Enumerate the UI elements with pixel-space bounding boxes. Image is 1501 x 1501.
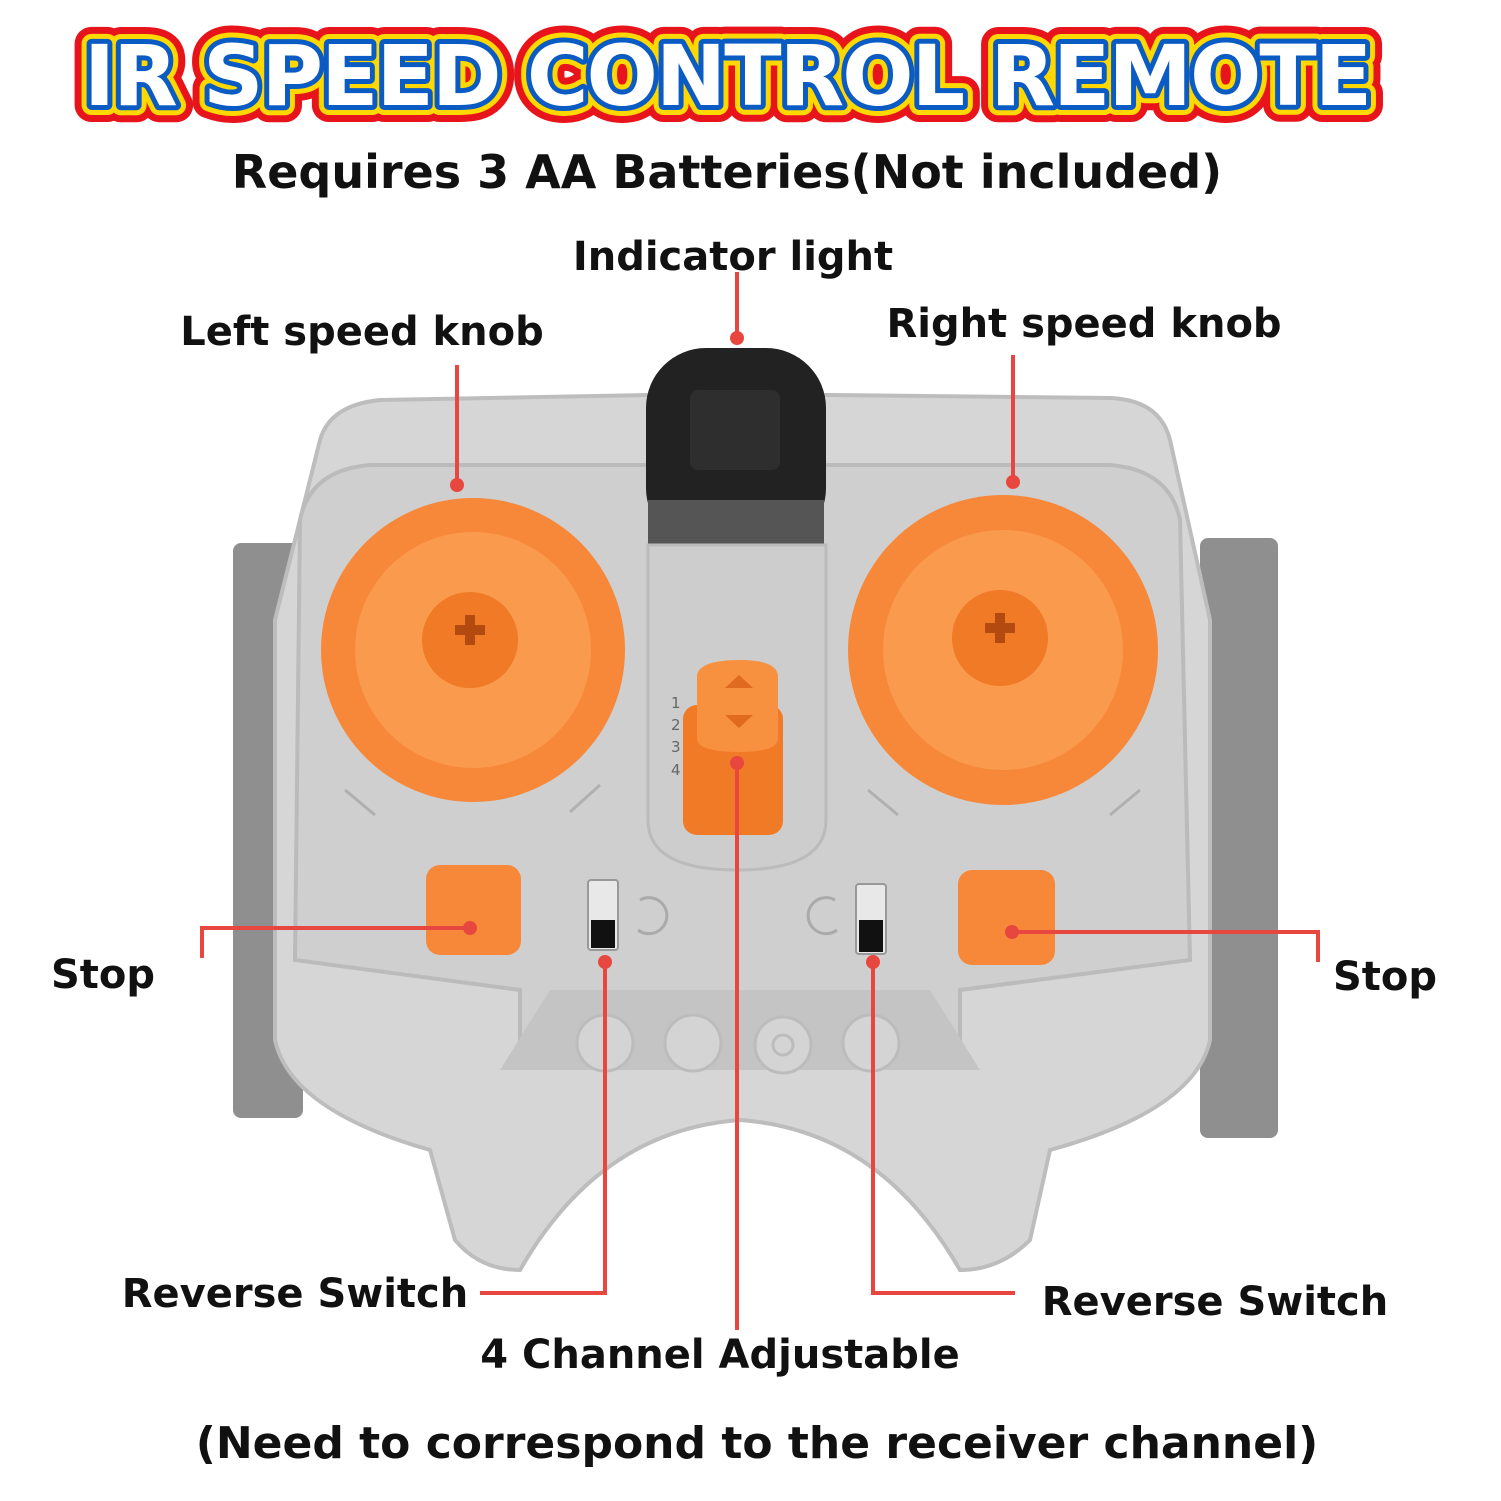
channel-numbers: 1 2 3 4 xyxy=(671,694,681,779)
svg-text:IR SPEED CONTROL REMOTE: IR SPEED CONTROL REMOTE xyxy=(84,27,1370,125)
svg-text:2: 2 xyxy=(671,716,681,734)
channel-selector[interactable] xyxy=(697,660,778,752)
stop-button-right[interactable] xyxy=(958,870,1055,965)
label-reverse-left: Reverse Switch xyxy=(122,1271,469,1317)
svg-text:4: 4 xyxy=(671,761,681,779)
label-stop-right: Stop xyxy=(1333,954,1437,1000)
subtitle: Requires 3 AA Batteries(Not included) xyxy=(232,145,1222,199)
leader-lines xyxy=(200,272,1320,1330)
svg-text:1: 1 xyxy=(671,694,681,712)
label-right-knob: Right speed knob xyxy=(886,301,1281,347)
right-speed-knob[interactable] xyxy=(848,495,1158,805)
stop-button-left[interactable] xyxy=(426,865,521,955)
reverse-switch-left[interactable] xyxy=(587,879,669,951)
left-speed-knob[interactable] xyxy=(321,498,625,802)
label-note: (Need to correspond to the receiver chan… xyxy=(196,1418,1319,1469)
svg-text:3: 3 xyxy=(671,738,681,756)
reverse-arrow-icon xyxy=(637,896,669,936)
forward-arrow-icon xyxy=(806,896,838,936)
label-left-knob: Left speed knob xyxy=(180,309,544,355)
label-indicator-light: Indicator light xyxy=(573,234,893,280)
label-channel: 4 Channel Adjustable xyxy=(480,1332,959,1378)
svg-text:IR SPEED CONTROL REMOTE: IR SPEED CONTROL REMOTE xyxy=(84,27,1370,125)
svg-text:IR SPEED CONTROL REMOTE: IR SPEED CONTROL REMOTE xyxy=(84,27,1370,125)
title: IR SPEED CONTROL REMOTE IR SPEED CONTROL… xyxy=(67,10,1389,142)
label-stop-left: Stop xyxy=(51,952,155,998)
indicator-light xyxy=(646,348,826,560)
svg-text:IR SPEED CONTROL REMOTE: IR SPEED CONTROL REMOTE xyxy=(84,27,1370,125)
label-reverse-right: Reverse Switch xyxy=(1042,1279,1389,1325)
studs xyxy=(575,1013,901,1075)
reverse-switch-right[interactable] xyxy=(806,883,887,955)
